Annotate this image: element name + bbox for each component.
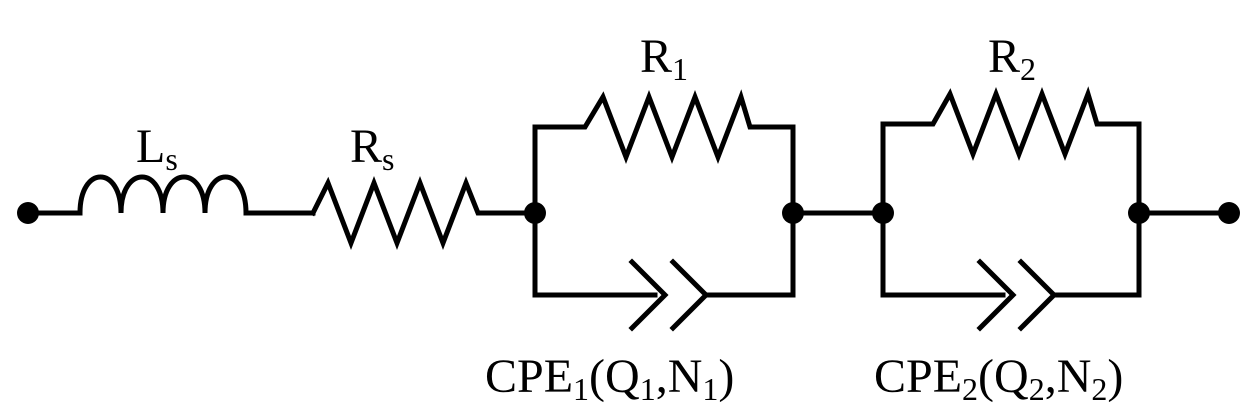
cpe2-symbol <box>976 258 1058 332</box>
node-2 <box>782 202 804 224</box>
block1-frame-top <box>532 89 796 216</box>
label-cpe1: CPE1(Q1,N1) <box>485 350 734 407</box>
label-cpe2: CPE2(Q2,N2) <box>874 350 1123 407</box>
block1-frame-bottom <box>532 210 796 298</box>
node-3 <box>872 202 894 224</box>
node-1 <box>524 202 546 224</box>
label-ls: Ls <box>136 120 178 177</box>
label-r2: R2 <box>988 30 1036 87</box>
resistor-rs <box>309 176 538 250</box>
block2-frame-bottom <box>880 210 1142 298</box>
node-4 <box>1128 202 1150 224</box>
label-r1: R1 <box>640 30 688 87</box>
block2-frame-top <box>880 86 1142 216</box>
cpe1-symbol <box>628 258 710 332</box>
inductor-ls <box>77 174 249 216</box>
label-rs: Rs <box>350 120 394 177</box>
